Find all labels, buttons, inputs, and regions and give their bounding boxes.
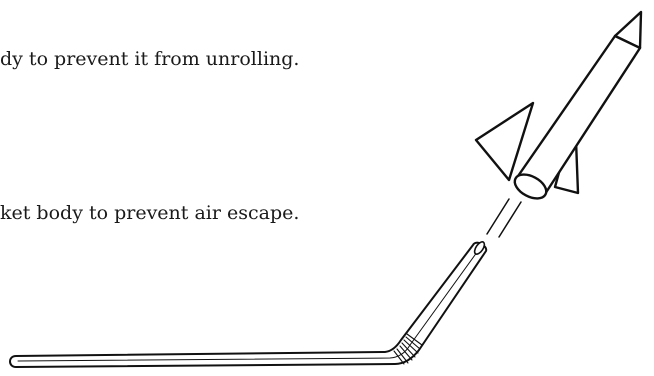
straw-outline: [10, 243, 486, 367]
paper-rocket: [476, 12, 641, 203]
bendy-straw: [10, 240, 486, 367]
air-flow-lines: [487, 199, 521, 237]
straw-inner-line: [18, 248, 480, 361]
